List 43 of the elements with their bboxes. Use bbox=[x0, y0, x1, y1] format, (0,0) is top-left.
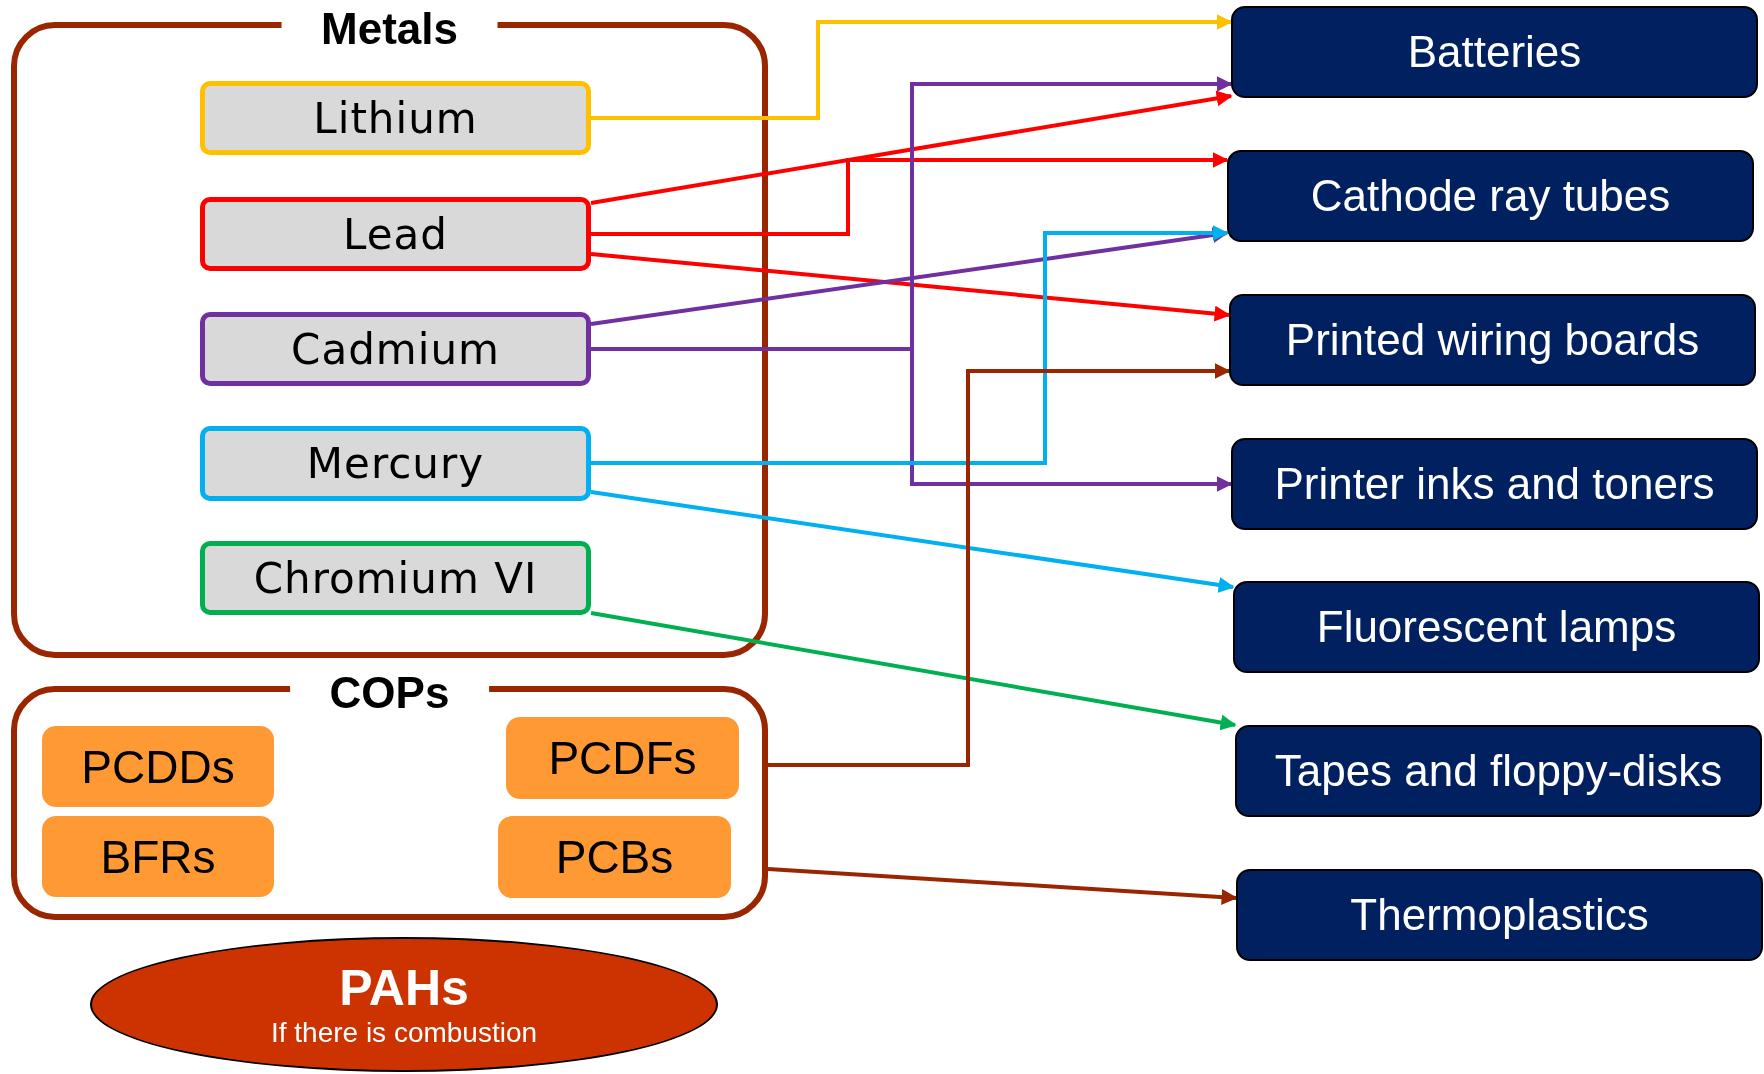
ellipse-title: PAHs bbox=[339, 959, 469, 1018]
metal-box bbox=[200, 426, 591, 501]
node-label: Lithium bbox=[313, 93, 478, 143]
component-box bbox=[1227, 150, 1754, 242]
component-box bbox=[1231, 6, 1758, 98]
node-label: PCDDs bbox=[81, 739, 235, 794]
arrow bbox=[767, 867, 1238, 906]
metal-box bbox=[200, 541, 591, 615]
arrow bbox=[591, 225, 1229, 465]
compound-box bbox=[498, 816, 731, 898]
metal-box bbox=[200, 81, 591, 155]
component-box bbox=[1233, 581, 1760, 673]
node-label: Printed wiring boards bbox=[1285, 315, 1700, 365]
ellipse-note: If there is combustion bbox=[270, 1017, 538, 1050]
node-label: PCDFs bbox=[548, 731, 697, 785]
compound-box bbox=[506, 717, 739, 799]
arrow bbox=[591, 14, 1233, 120]
arrow bbox=[590, 252, 1231, 322]
metal-box bbox=[200, 197, 591, 271]
arrow bbox=[590, 611, 1237, 731]
compound-box bbox=[42, 726, 274, 807]
component-box bbox=[1231, 438, 1758, 530]
component-box bbox=[1236, 869, 1763, 961]
arrow bbox=[590, 90, 1233, 205]
node-label: Printer inks and toners bbox=[1274, 459, 1715, 509]
node-label: Batteries bbox=[1407, 27, 1582, 77]
arrow bbox=[590, 490, 1235, 593]
component-box bbox=[1235, 725, 1762, 817]
node-label: Cadmium bbox=[291, 324, 500, 374]
node-label: Chromium VI bbox=[253, 553, 538, 603]
node-label: PCBs bbox=[555, 830, 674, 884]
node-label: Cathode ray tubes bbox=[1310, 171, 1671, 221]
component-box bbox=[1229, 294, 1756, 386]
arrow bbox=[768, 363, 1231, 767]
arrow bbox=[591, 152, 1229, 236]
metal-box bbox=[200, 312, 591, 386]
node-label: Mercury bbox=[306, 439, 485, 488]
node-label: Lead bbox=[343, 209, 448, 259]
compound-box bbox=[42, 816, 274, 897]
node-label: Fluorescent lamps bbox=[1316, 602, 1677, 652]
node-label: BFRs bbox=[100, 829, 216, 884]
node-label: Tapes and floppy-disks bbox=[1274, 746, 1723, 796]
node-label: Thermoplastics bbox=[1350, 890, 1649, 940]
